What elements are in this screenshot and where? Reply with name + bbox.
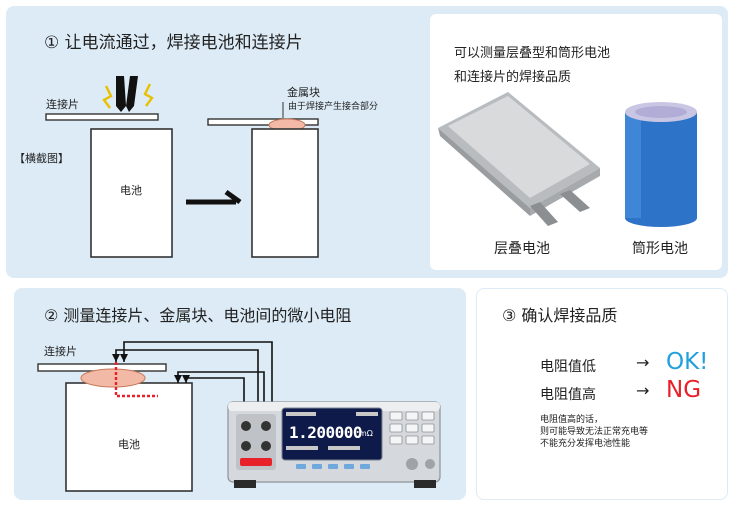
ng-result: NG <box>666 377 702 403</box>
arrow-right-icon <box>186 189 242 205</box>
arrow-ng-icon: → <box>636 381 650 400</box>
laminate-label: 层叠电池 <box>494 241 550 257</box>
step2-title: ② 测量连接片、金属块、电池间的微小电阻 <box>44 306 352 325</box>
welding-electrodes-icon <box>102 76 154 112</box>
ok-result: OK! <box>666 349 709 375</box>
step3-panel <box>476 288 728 500</box>
info-line-2: 和连接片的焊接品质 <box>454 70 572 85</box>
meter-reading: 1.200000 <box>289 423 363 442</box>
cylinder-battery-icon <box>625 102 697 227</box>
low-resistance-label: 电阻值低 <box>540 359 596 375</box>
info-line-1: 可以测量层叠型和筒形电池 <box>454 46 611 61</box>
step1-battery-label-left: 电池 <box>120 184 142 197</box>
tab-strip-right <box>207 118 319 126</box>
step2-battery <box>65 382 193 492</box>
high-resistance-label: 电阻值高 <box>540 387 596 403</box>
step2-tab-label: 连接片 <box>44 345 77 358</box>
note-line-1: 电阻值高的话， <box>540 415 604 425</box>
meter-unit: mΩ <box>359 429 373 438</box>
note-line-2: 则可能导致无法正常充电等 <box>540 427 649 437</box>
metal-block-note: 由于焊接产生接合部分 <box>288 102 379 112</box>
arrow-ok-icon: → <box>636 353 650 372</box>
step1-section-label: 【横截图】 <box>14 152 69 165</box>
tab-strip-left <box>45 113 159 121</box>
step2-metal-block <box>80 368 146 388</box>
step1-tab-label: 连接片 <box>46 98 79 111</box>
cylinder-label: 筒形电池 <box>632 241 688 257</box>
step1-title: ① 让电流通过，焊接电池和连接片 <box>44 33 303 53</box>
battery-left <box>90 128 173 258</box>
metal-block-label: 金属块 <box>287 86 320 99</box>
laminate-battery-icon <box>438 92 600 226</box>
step3-title: ③ 确认焊接品质 <box>502 306 618 325</box>
battery-right <box>251 128 319 258</box>
note-line-3: 不能充分发挥电池性能 <box>540 439 631 449</box>
current-path <box>114 362 158 398</box>
resistance-meter <box>227 401 441 488</box>
step2-battery-label: 电池 <box>118 438 140 451</box>
